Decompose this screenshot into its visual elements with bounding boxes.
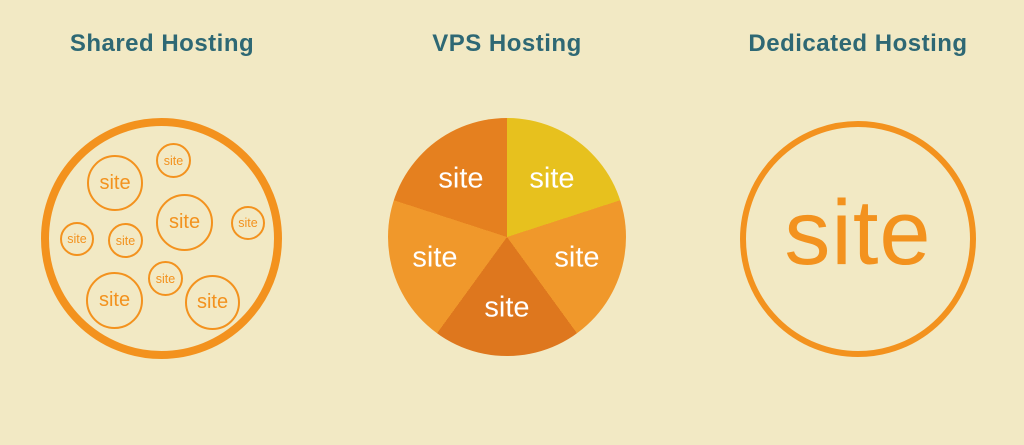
site-label: site <box>155 271 176 286</box>
site-label: site <box>238 216 258 230</box>
pie-slice-label: site <box>412 241 458 274</box>
site-label: site <box>196 291 229 313</box>
shared-site-circle: site <box>185 275 240 330</box>
shared-site-circle: site <box>148 261 183 296</box>
pie-slice-label: site <box>438 162 484 195</box>
shared-site-circle: site <box>156 194 213 251</box>
site-label: site <box>98 289 131 311</box>
site-label: site <box>67 232 87 246</box>
dedicated-site-label: site <box>784 182 932 284</box>
pie-slice-label: site <box>554 241 600 274</box>
site-label: site <box>168 211 201 233</box>
vps-pie-chart: site site site site site <box>388 118 626 356</box>
shared-site-circle: site <box>60 222 94 256</box>
site-label: site <box>115 233 136 248</box>
site-label: site <box>99 171 131 194</box>
shared-hosting-title: Shared Hosting <box>69 30 255 57</box>
site-label: site <box>163 153 184 168</box>
shared-site-circle: site <box>86 272 143 329</box>
shared-hosting-circle <box>41 118 282 359</box>
shared-site-circle: site <box>231 206 265 240</box>
pie-slice-label: site <box>529 162 575 195</box>
dedicated-hosting-circle: site <box>740 121 976 357</box>
shared-site-circle: site <box>108 223 143 258</box>
shared-site-circle: site <box>87 155 143 211</box>
dedicated-hosting-title: Dedicated Hosting <box>748 30 968 57</box>
vps-hosting-title: VPS Hosting <box>432 30 582 57</box>
pie-slice-label: site <box>484 291 530 324</box>
shared-site-circle: site <box>156 143 191 178</box>
